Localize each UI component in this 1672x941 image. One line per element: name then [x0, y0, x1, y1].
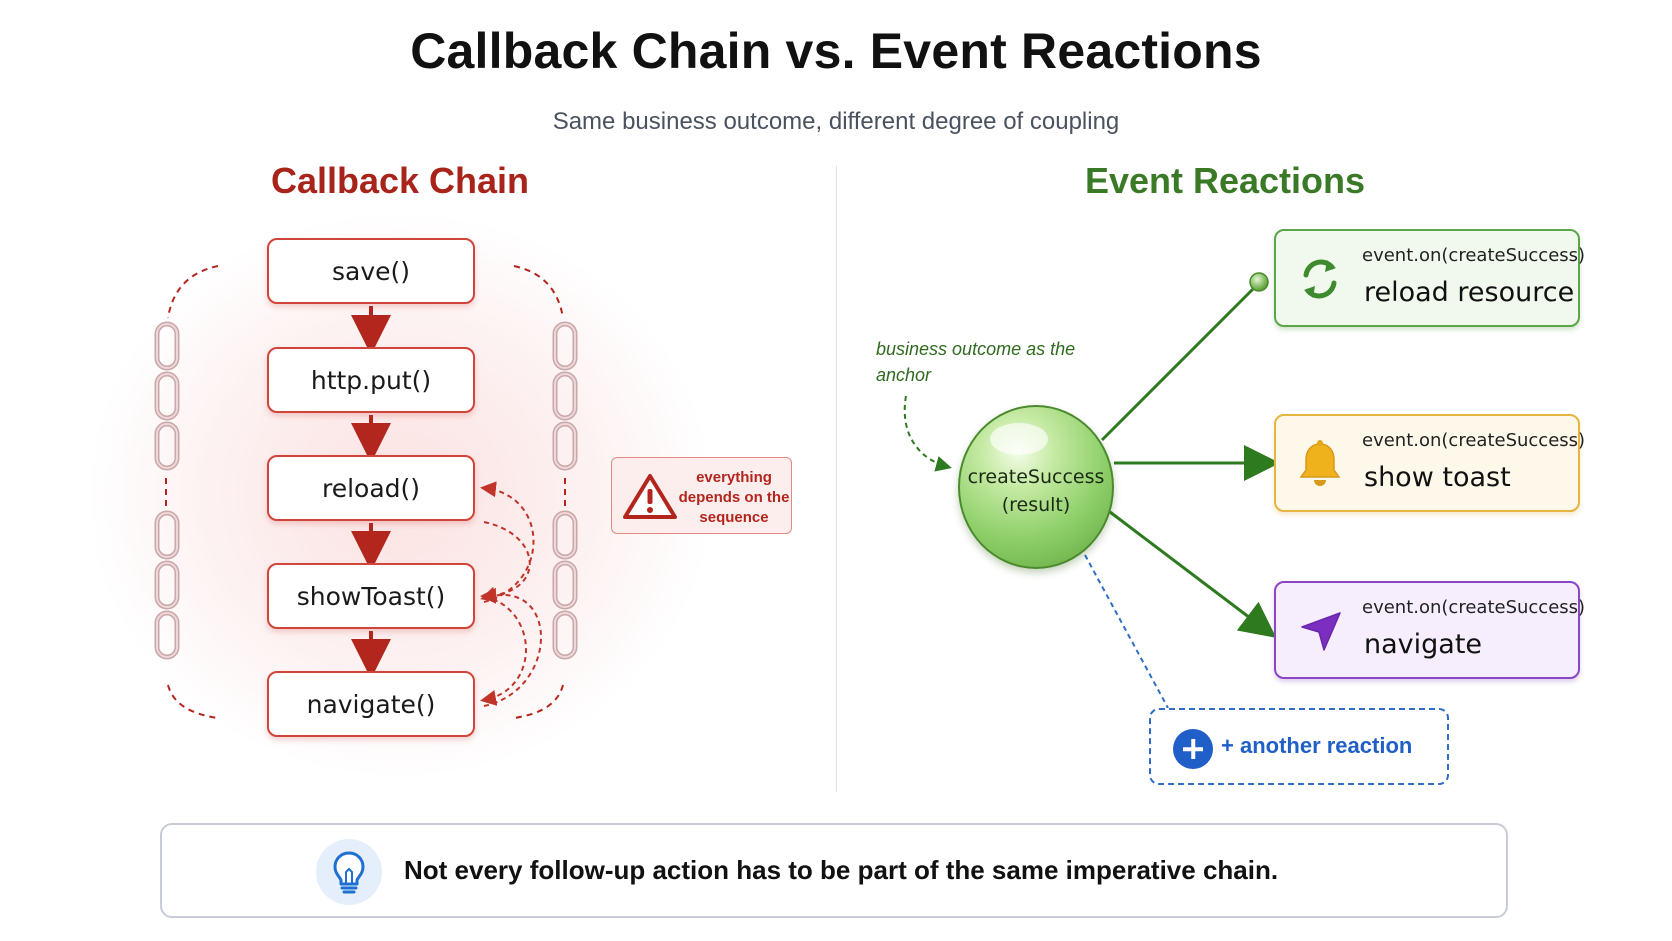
event-node-label: createSuccess (result) — [967, 466, 1105, 516]
dependency-curves — [480, 481, 542, 707]
chain-bracket-left — [165, 265, 219, 719]
warning-text: everything depends on the sequence — [678, 469, 790, 526]
reaction-navigate: event.on(createSuccess) navigate — [1274, 581, 1585, 679]
section-divider — [836, 166, 837, 792]
chain-step-show-toast: showToast() — [267, 563, 475, 629]
sequence-warning: everything depends on the sequence — [611, 457, 792, 534]
page-subtitle: Same business outcome, different degree … — [552, 108, 1120, 135]
refresh-icon — [1303, 259, 1337, 299]
reaction-label: navigate — [1364, 629, 1483, 660]
bell-icon — [1299, 440, 1341, 486]
plus-icon — [1173, 729, 1213, 769]
lightbulb-icon — [316, 839, 382, 905]
add-another-reaction: + another reaction — [1149, 708, 1449, 785]
link-to-reload — [1100, 284, 1258, 442]
callback-chain-title: Callback Chain — [270, 160, 530, 201]
reaction-label: show toast — [1364, 462, 1511, 493]
chain-step-http-put: http.put() — [267, 347, 475, 413]
reaction-reload-resource: event.on(createSuccess) reload resource — [1274, 229, 1585, 327]
link-to-navigate — [1109, 510, 1277, 638]
insight-text: Not every follow-up action has to be par… — [404, 855, 1279, 885]
navigation-arrow-icon — [1301, 612, 1341, 651]
reaction-show-toast: event.on(createSuccess) show toast — [1274, 414, 1585, 512]
chain-step-save: save() — [267, 238, 475, 304]
reaction-event-name: event.on(createSuccess) — [1362, 245, 1586, 266]
anchor-note-pointer — [903, 395, 952, 472]
page-title: Callback Chain vs. Event Reactions — [410, 23, 1262, 79]
another-reaction-label: + another reaction — [1221, 733, 1413, 758]
link-to-another-reaction — [1084, 554, 1169, 709]
node-highlight — [990, 423, 1048, 455]
chain-bracket-right — [513, 265, 566, 719]
chain-step-navigate: navigate() — [267, 671, 475, 737]
anchor-note: business outcome as the anchor — [876, 339, 1076, 385]
insight-callout: Not every follow-up action has to be par… — [160, 823, 1508, 918]
event-reactions-title: Event Reactions — [1084, 160, 1366, 201]
reaction-label: reload resource — [1364, 277, 1575, 308]
warning-icon — [623, 474, 677, 519]
event-node-create-success: createSuccess (result) — [958, 405, 1114, 569]
reaction-event-name: event.on(createSuccess) — [1362, 597, 1586, 618]
reaction-event-name: event.on(createSuccess) — [1362, 430, 1586, 451]
link-endpoint — [1249, 272, 1269, 292]
chain-step-reload: reload() — [267, 455, 475, 521]
